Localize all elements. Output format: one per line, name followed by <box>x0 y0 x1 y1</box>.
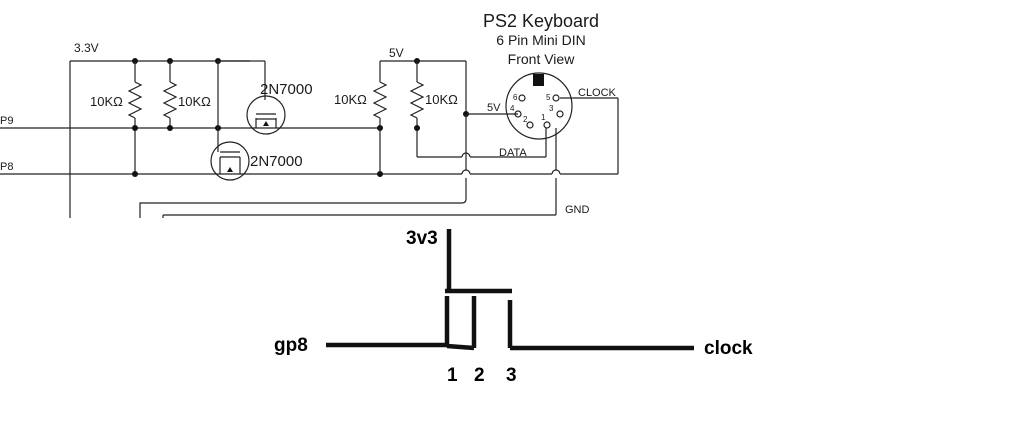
mosfet-2-label: 2N7000 <box>250 153 303 170</box>
resistor-4-label: 10KΩ <box>425 92 458 107</box>
pin-3 <box>556 110 564 118</box>
net-clock-label: CLOCK <box>578 87 617 99</box>
connector-key <box>533 74 544 86</box>
connector-subtitle: 6 Pin Mini DIN <box>496 32 585 48</box>
junction-dot <box>167 125 173 131</box>
pin-1 <box>543 121 551 129</box>
pin-label: 5 <box>546 93 551 102</box>
pin-2 <box>526 121 534 129</box>
sketch-pin-1-label: 1 <box>447 365 458 386</box>
pin-5 <box>552 94 560 102</box>
resistor-1: 10KΩ <box>90 61 143 174</box>
pin-label: 6 <box>513 93 518 102</box>
connector-body <box>505 72 573 140</box>
mosfet-1: 2N7000 <box>218 60 313 135</box>
hand-sketch: 3v3 gp8 clock 1 2 3 <box>274 228 753 386</box>
sketch-wire-link <box>446 343 475 351</box>
net-data-label: DATA <box>499 147 527 159</box>
pin-4 <box>514 110 522 118</box>
net-p8-label: P8 <box>0 161 13 173</box>
resistor-3: 10KΩ <box>334 61 388 174</box>
resistor-3-label: 10KΩ <box>334 92 367 107</box>
gnd-return-1 <box>139 198 467 218</box>
mosfet-1-label: 2N7000 <box>260 81 313 98</box>
schematic: 3.3V 10KΩ 10KΩ P9 P8 <box>0 11 619 218</box>
junction-dot <box>414 125 420 131</box>
sketch-3v3-label: 3v3 <box>406 228 438 249</box>
junction-dot <box>132 171 138 177</box>
pin-6 <box>518 94 526 102</box>
connector-title: PS2 Keyboard <box>483 11 599 31</box>
mosfet-2: 2N7000 <box>210 141 303 181</box>
connector-view: Front View <box>508 51 576 67</box>
pin-5v-label: 5V <box>487 102 501 114</box>
pin-label: 4 <box>510 104 515 113</box>
wire-crossover <box>461 152 471 158</box>
pin-label: 3 <box>549 104 554 113</box>
junction-dot <box>132 125 138 131</box>
rail-3v3-label: 3.3V <box>74 41 99 55</box>
rail-5v-label: 5V <box>389 46 404 60</box>
resistor-2-label: 10KΩ <box>178 94 211 109</box>
resistor-4: 10KΩ <box>409 61 458 157</box>
sketch-gp8-label: gp8 <box>274 335 308 356</box>
resistor-2: 10KΩ <box>162 61 211 128</box>
net-gnd-label: GND <box>565 204 590 216</box>
net-p9-label: P9 <box>0 115 13 127</box>
sketch-clock-label: clock <box>704 338 753 359</box>
pin-label: 2 <box>523 115 528 124</box>
sketch-pin-3-label: 3 <box>506 365 517 386</box>
pin-label: 1 <box>541 113 546 122</box>
wire-crossover <box>461 169 471 175</box>
sketch-pin-2-label: 2 <box>474 365 485 386</box>
resistor-1-label: 10KΩ <box>90 94 123 109</box>
mini-din-connector: PS2 Keyboard 6 Pin Mini DIN Front View 6… <box>483 11 599 140</box>
wire-crossover <box>551 169 561 175</box>
